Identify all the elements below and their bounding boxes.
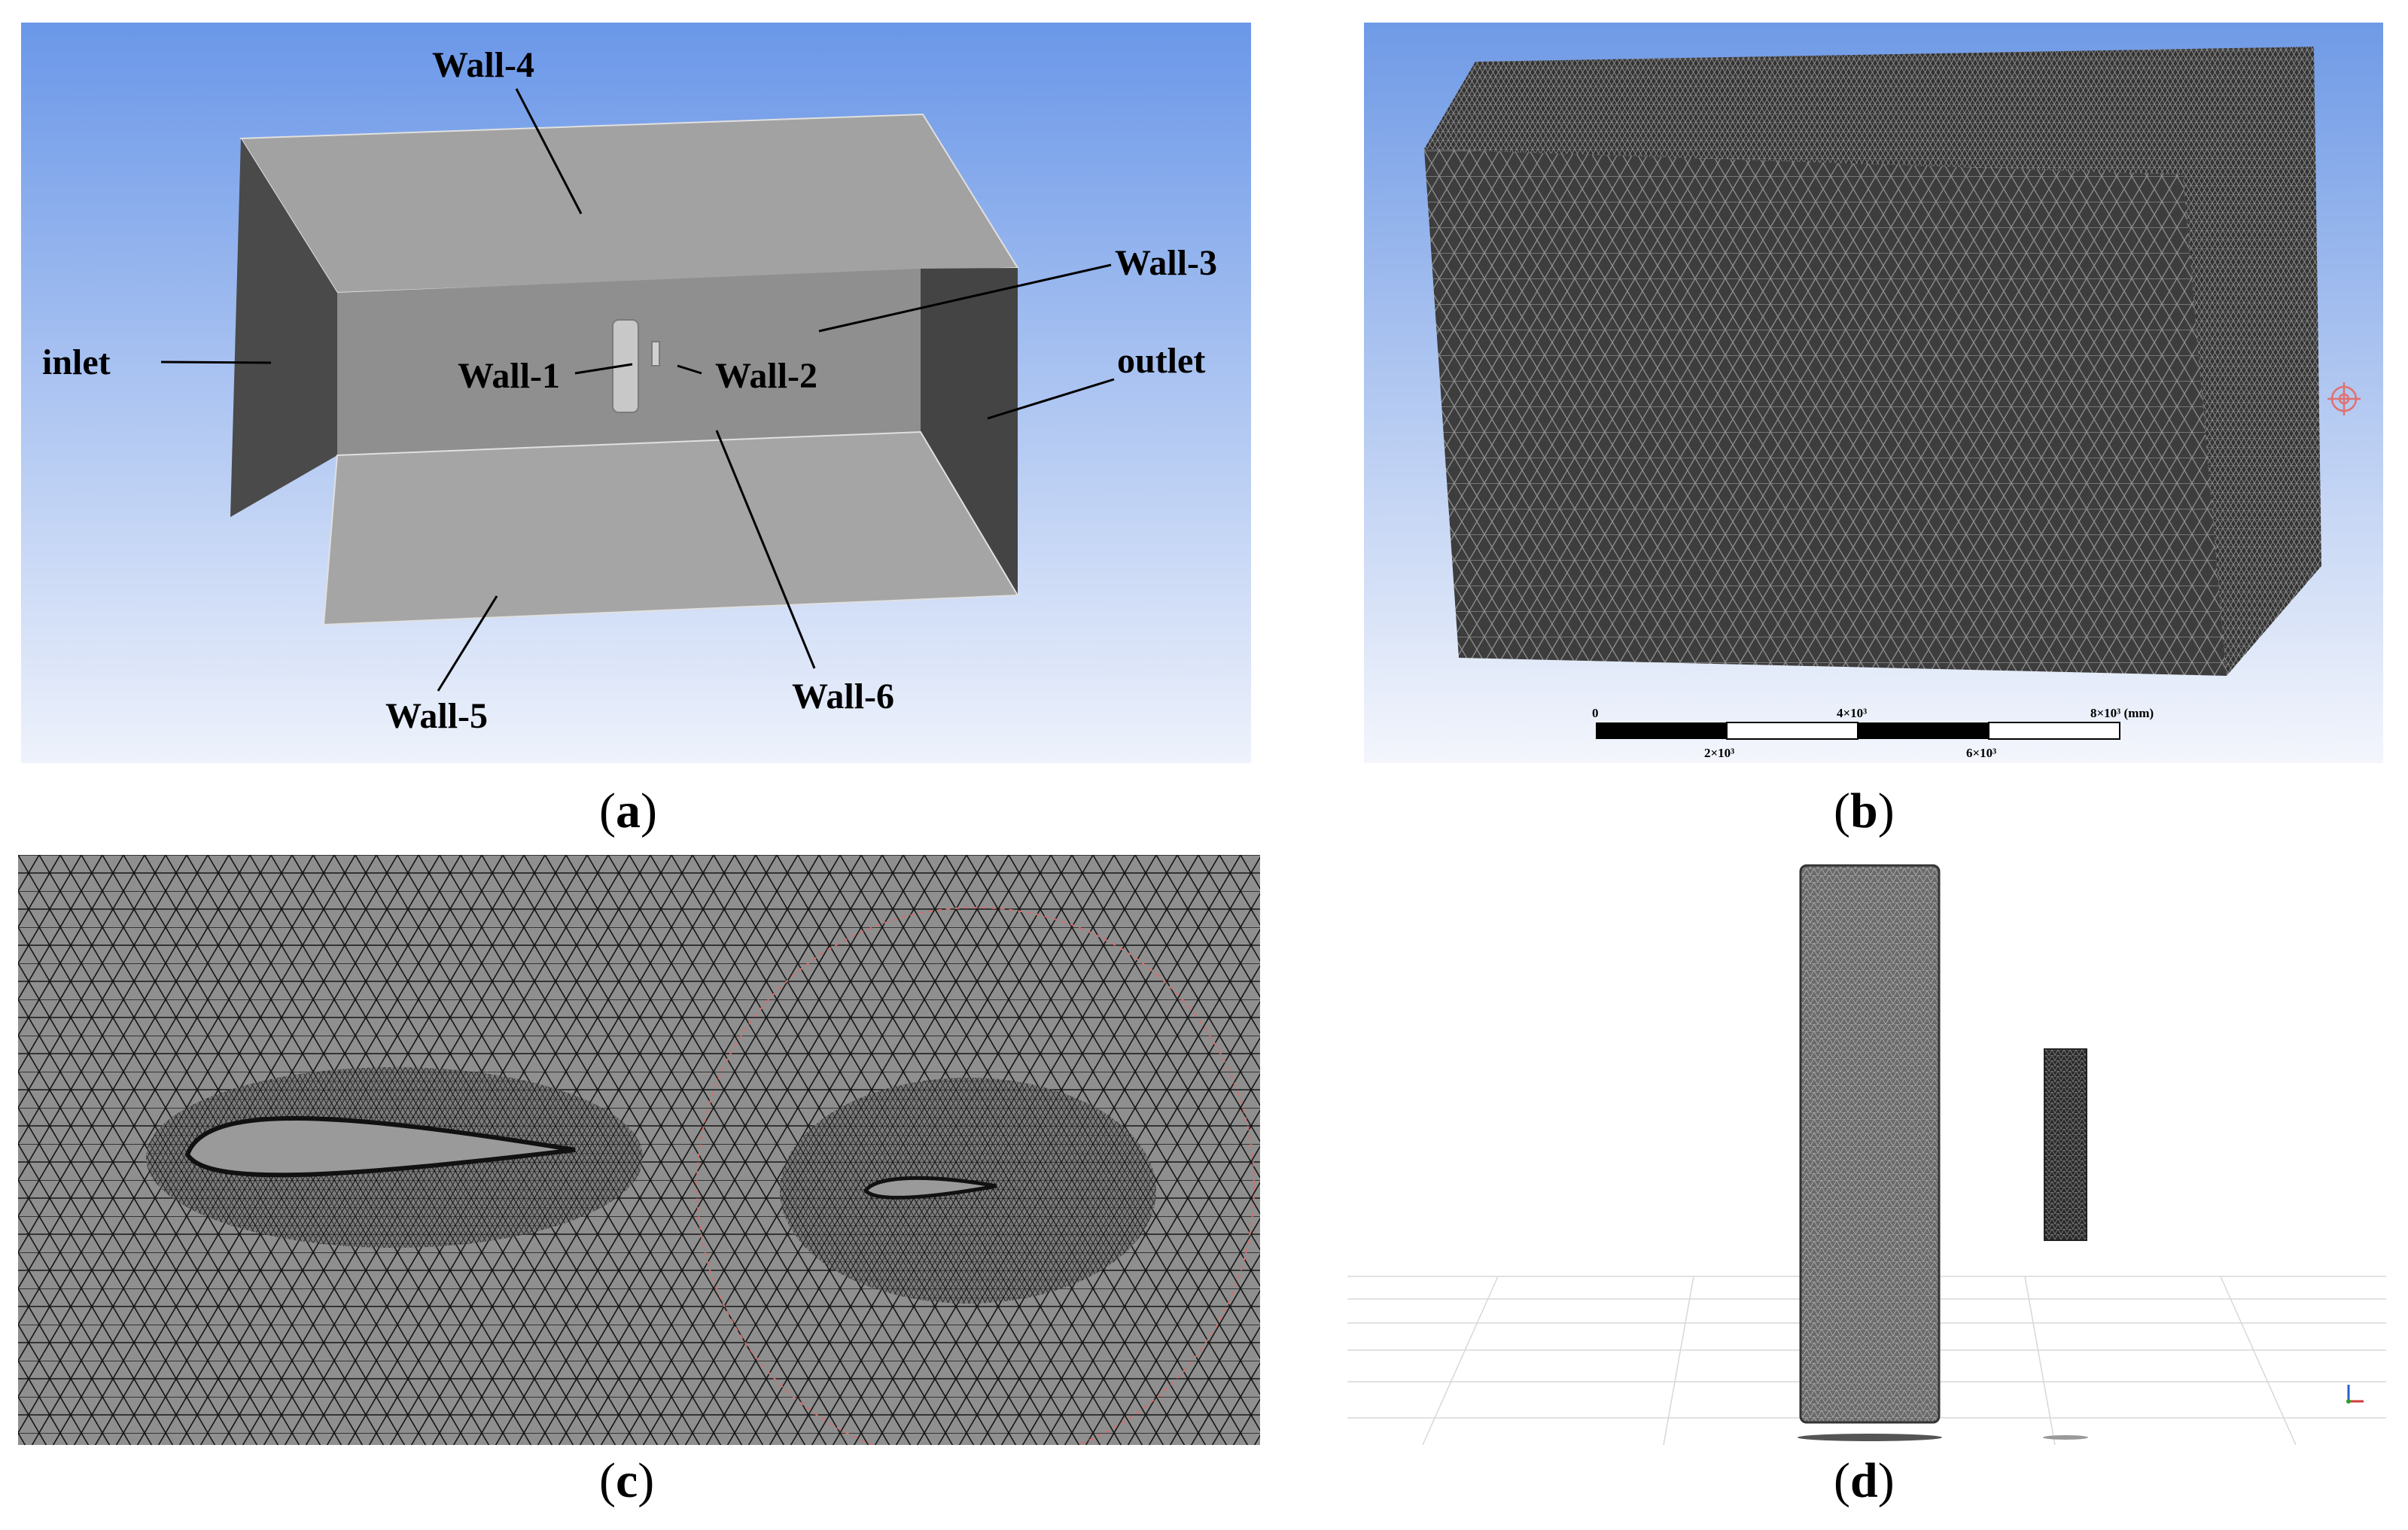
panel-a-svg: Wall-4 Wall-3 inlet outlet Wall-1 Wall-2… xyxy=(21,23,1251,763)
panel-c-svg xyxy=(18,855,1260,1445)
panel-a-geometry: Wall-4 Wall-3 inlet outlet Wall-1 Wall-2… xyxy=(21,23,1251,763)
panel-b-svg: 0 4×10³ 8×10³ (mm) 2×10³ 6×10³ xyxy=(1364,23,2383,763)
bottom-face-wall5 xyxy=(322,430,1019,626)
mesh-top-face xyxy=(1424,47,2314,175)
blade-mesh-large xyxy=(1799,864,1941,1424)
origin-target-icon xyxy=(2327,382,2361,415)
scale-tick-2: 2×10³ xyxy=(1704,746,1734,760)
panel-b-mesh-box: 0 4×10³ 8×10³ (mm) 2×10³ 6×10³ xyxy=(1364,23,2383,763)
blade-shadow-large xyxy=(1798,1434,1942,1441)
outlet-face xyxy=(921,268,1018,595)
panel-d-svg xyxy=(1347,855,2386,1445)
inlet-face xyxy=(230,138,337,517)
label-outlet: outlet xyxy=(1117,341,1205,381)
blade-mesh-small xyxy=(2044,1048,2087,1241)
label-wall6: Wall-6 xyxy=(792,677,894,716)
airfoil-large xyxy=(184,1116,576,1178)
label-wall2: Wall-2 xyxy=(715,356,817,396)
caption-a: (a) xyxy=(599,783,657,838)
label-wall4: Wall-4 xyxy=(432,45,534,85)
scale-tick-6: 6×10³ xyxy=(1966,746,1996,760)
caption-c: (c) xyxy=(599,1453,655,1508)
rotating-domain-circle xyxy=(696,907,1255,1445)
label-wall3: Wall-3 xyxy=(1115,243,1217,283)
panel-d-blade-meshes xyxy=(1347,855,2386,1445)
scale-tick-4: 4×10³ xyxy=(1837,706,1867,720)
axis-triad-icon xyxy=(2346,1385,2364,1404)
scale-bar xyxy=(1596,722,2120,740)
label-wall1: Wall-1 xyxy=(458,356,560,396)
caption-b: (b) xyxy=(1834,783,1895,838)
panel-c-airfoil-mesh xyxy=(18,855,1260,1445)
blade-shadow-small xyxy=(2043,1435,2088,1440)
label-inlet: inlet xyxy=(42,342,111,382)
top-face-wall4 xyxy=(239,113,1019,294)
caption-d: (d) xyxy=(1834,1453,1895,1508)
scale-tick-0: 0 xyxy=(1592,706,1599,720)
blade-wall2 xyxy=(651,341,660,367)
scale-tick-8: 8×10³ (mm) xyxy=(2090,706,2154,720)
airfoil-small xyxy=(863,1176,997,1200)
mesh-side-face xyxy=(2183,47,2321,676)
mesh-front-face xyxy=(1424,149,2227,676)
leader-lines xyxy=(160,88,1115,692)
label-wall5: Wall-5 xyxy=(385,696,488,736)
